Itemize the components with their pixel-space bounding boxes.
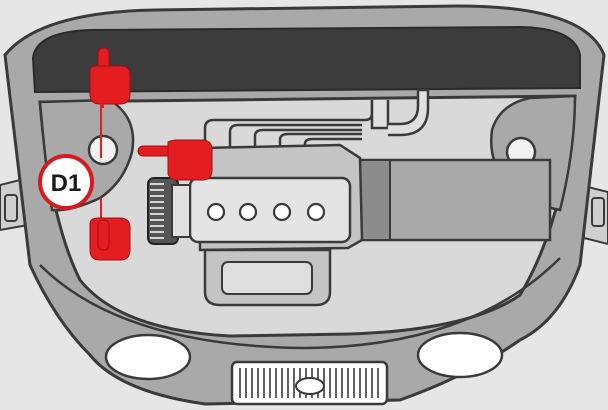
spark-plug-3 [272, 202, 292, 222]
mount-hole-icon [87, 134, 119, 166]
headlight-icon [416, 331, 504, 379]
bumper-ring [39, 257, 561, 350]
headlight-icon [104, 333, 192, 381]
engine-block [188, 143, 364, 307]
callout-badge: D1 [38, 154, 94, 210]
callout-badge-label: D1 [51, 170, 82, 197]
spark-plug-2 [238, 202, 258, 222]
windshield [31, 25, 581, 94]
crank-pulley [147, 177, 191, 245]
hand-pointing-icon [89, 198, 131, 261]
spark-plug-1 [206, 202, 226, 222]
hand-pointing-icon [137, 139, 213, 181]
exhaust-pipe [358, 158, 552, 242]
spark-plug-4 [306, 202, 326, 222]
hand-pointing-icon [89, 47, 131, 158]
front-grille [230, 360, 389, 406]
intake-manifold [203, 88, 430, 150]
